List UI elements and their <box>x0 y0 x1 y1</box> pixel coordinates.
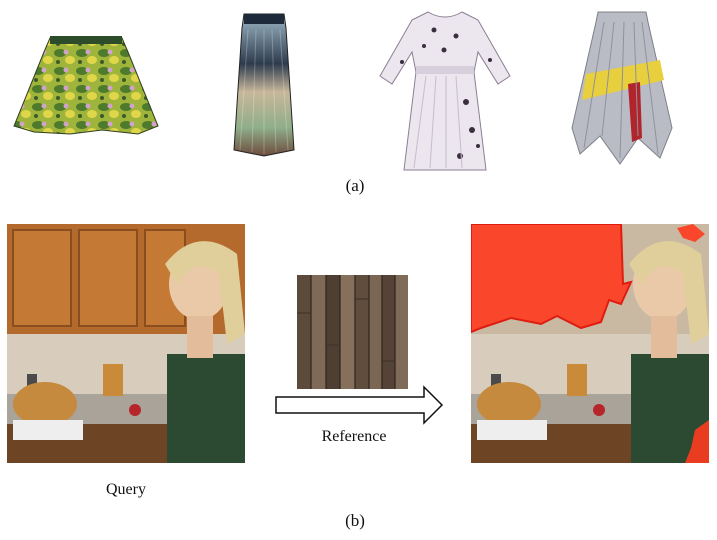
result-image <box>471 224 709 463</box>
caption-b: (b) <box>345 511 365 530</box>
clothing-pleated-skirt <box>568 8 676 168</box>
query-label: Query <box>106 481 146 498</box>
reference-texture <box>297 275 408 389</box>
arrow-right-icon <box>274 385 444 425</box>
clothing-maxi-skirt <box>228 10 300 160</box>
clothing-dress <box>374 6 516 174</box>
reference-label: Reference <box>321 428 387 445</box>
query-image <box>7 224 245 463</box>
caption-a: (a) <box>345 176 365 195</box>
clothing-skirt-1 <box>10 30 162 142</box>
